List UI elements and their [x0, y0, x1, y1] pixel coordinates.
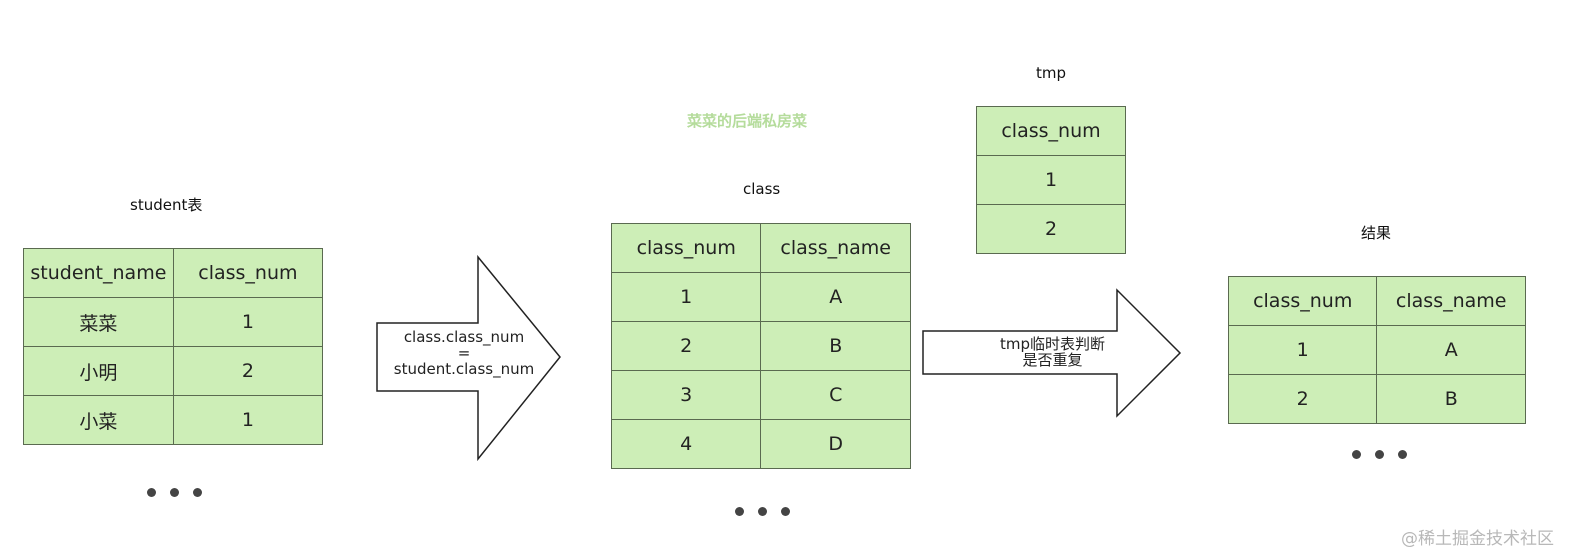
- table-row: 小明 2: [23, 346, 324, 396]
- dot: [1398, 450, 1407, 459]
- result-ellipsis: [1352, 450, 1407, 459]
- table-cell: 1: [172, 297, 324, 347]
- result-table: class_num class_name 1 A 2 B: [1227, 276, 1526, 424]
- table-row: 小菜 1: [23, 395, 324, 445]
- student-table-caption: student表: [130, 196, 203, 214]
- dot: [1375, 450, 1384, 459]
- header-cell: class_num: [610, 223, 762, 273]
- student-table: student_name class_num 菜菜 1 小明 2 小菜 1: [23, 248, 324, 445]
- table-cell: B: [1376, 374, 1526, 424]
- dot: [735, 507, 744, 516]
- table-row: 1 A: [610, 272, 911, 322]
- table-cell: 2: [610, 321, 762, 371]
- join-condition-line: student.class_num: [393, 360, 535, 378]
- table-cell: 2: [976, 204, 1126, 254]
- join-condition-line: class.class_num: [403, 328, 525, 346]
- header-cell: class_name: [1376, 276, 1526, 326]
- table-row: 3 C: [610, 370, 911, 420]
- table-row: 2: [976, 204, 1126, 254]
- result-table-caption: 结果: [1361, 224, 1392, 242]
- table-cell: 1: [172, 395, 324, 445]
- table-cell: B: [760, 321, 911, 371]
- table-row: 2 B: [1227, 374, 1526, 424]
- table-cell: 小菜: [23, 395, 174, 445]
- table-cell: 1: [1227, 325, 1378, 375]
- table-row: 1: [976, 155, 1126, 205]
- table-cell: 菜菜: [23, 297, 174, 347]
- table-cell: A: [1376, 325, 1526, 375]
- header-cell: class_num: [976, 106, 1126, 156]
- dot: [781, 507, 790, 516]
- join-arrow: [376, 254, 561, 462]
- join-condition-label: class.class_num = student.class_num: [390, 329, 538, 377]
- dot: [193, 488, 202, 497]
- dedupe-label-line: 是否重复: [1022, 351, 1083, 369]
- dot: [758, 507, 767, 516]
- table-cell: C: [760, 370, 911, 420]
- tmp-table: class_num 1 2: [976, 106, 1126, 254]
- dedupe-label: tmp临时表判断 是否重复: [980, 336, 1125, 368]
- table-header-row: class_num class_name: [610, 223, 911, 273]
- dedupe-label-line: tmp临时表判断: [999, 335, 1105, 353]
- dot: [1352, 450, 1361, 459]
- table-cell: 2: [172, 346, 324, 396]
- table-cell: 4: [610, 419, 762, 469]
- tmp-table-caption: tmp: [1036, 64, 1067, 82]
- footer-watermark: @稀土掘金技术社区: [1401, 529, 1554, 549]
- header-cell: class_num: [172, 248, 324, 298]
- join-condition-line: =: [457, 344, 471, 362]
- watermark-title: 菜菜的后端私房菜: [687, 112, 808, 130]
- class-ellipsis: [735, 507, 790, 516]
- header-cell: class_num: [1227, 276, 1378, 326]
- dot: [170, 488, 179, 497]
- table-cell: 1: [976, 155, 1126, 205]
- table-cell: 小明: [23, 346, 174, 396]
- table-cell: A: [760, 272, 911, 322]
- dot: [147, 488, 156, 497]
- table-cell: D: [760, 419, 911, 469]
- table-row: 1 A: [1227, 325, 1526, 375]
- class-table: class_num class_name 1 A 2 B 3 C 4 D: [610, 223, 911, 469]
- student-ellipsis: [147, 488, 202, 497]
- header-cell: student_name: [23, 248, 174, 298]
- table-cell: 1: [610, 272, 762, 322]
- table-header-row: class_num: [976, 106, 1126, 156]
- table-header-row: class_num class_name: [1227, 276, 1526, 326]
- join-arrow-shape: [376, 254, 561, 462]
- table-cell: 3: [610, 370, 762, 420]
- table-cell: 2: [1227, 374, 1378, 424]
- table-row: 2 B: [610, 321, 911, 371]
- dedupe-arrow: [922, 288, 1182, 418]
- class-table-caption: class: [743, 180, 781, 198]
- table-row: 菜菜 1: [23, 297, 324, 347]
- dedupe-arrow-shape: [922, 288, 1182, 418]
- table-row: 4 D: [610, 419, 911, 469]
- header-cell: class_name: [760, 223, 911, 273]
- table-header-row: student_name class_num: [23, 248, 324, 298]
